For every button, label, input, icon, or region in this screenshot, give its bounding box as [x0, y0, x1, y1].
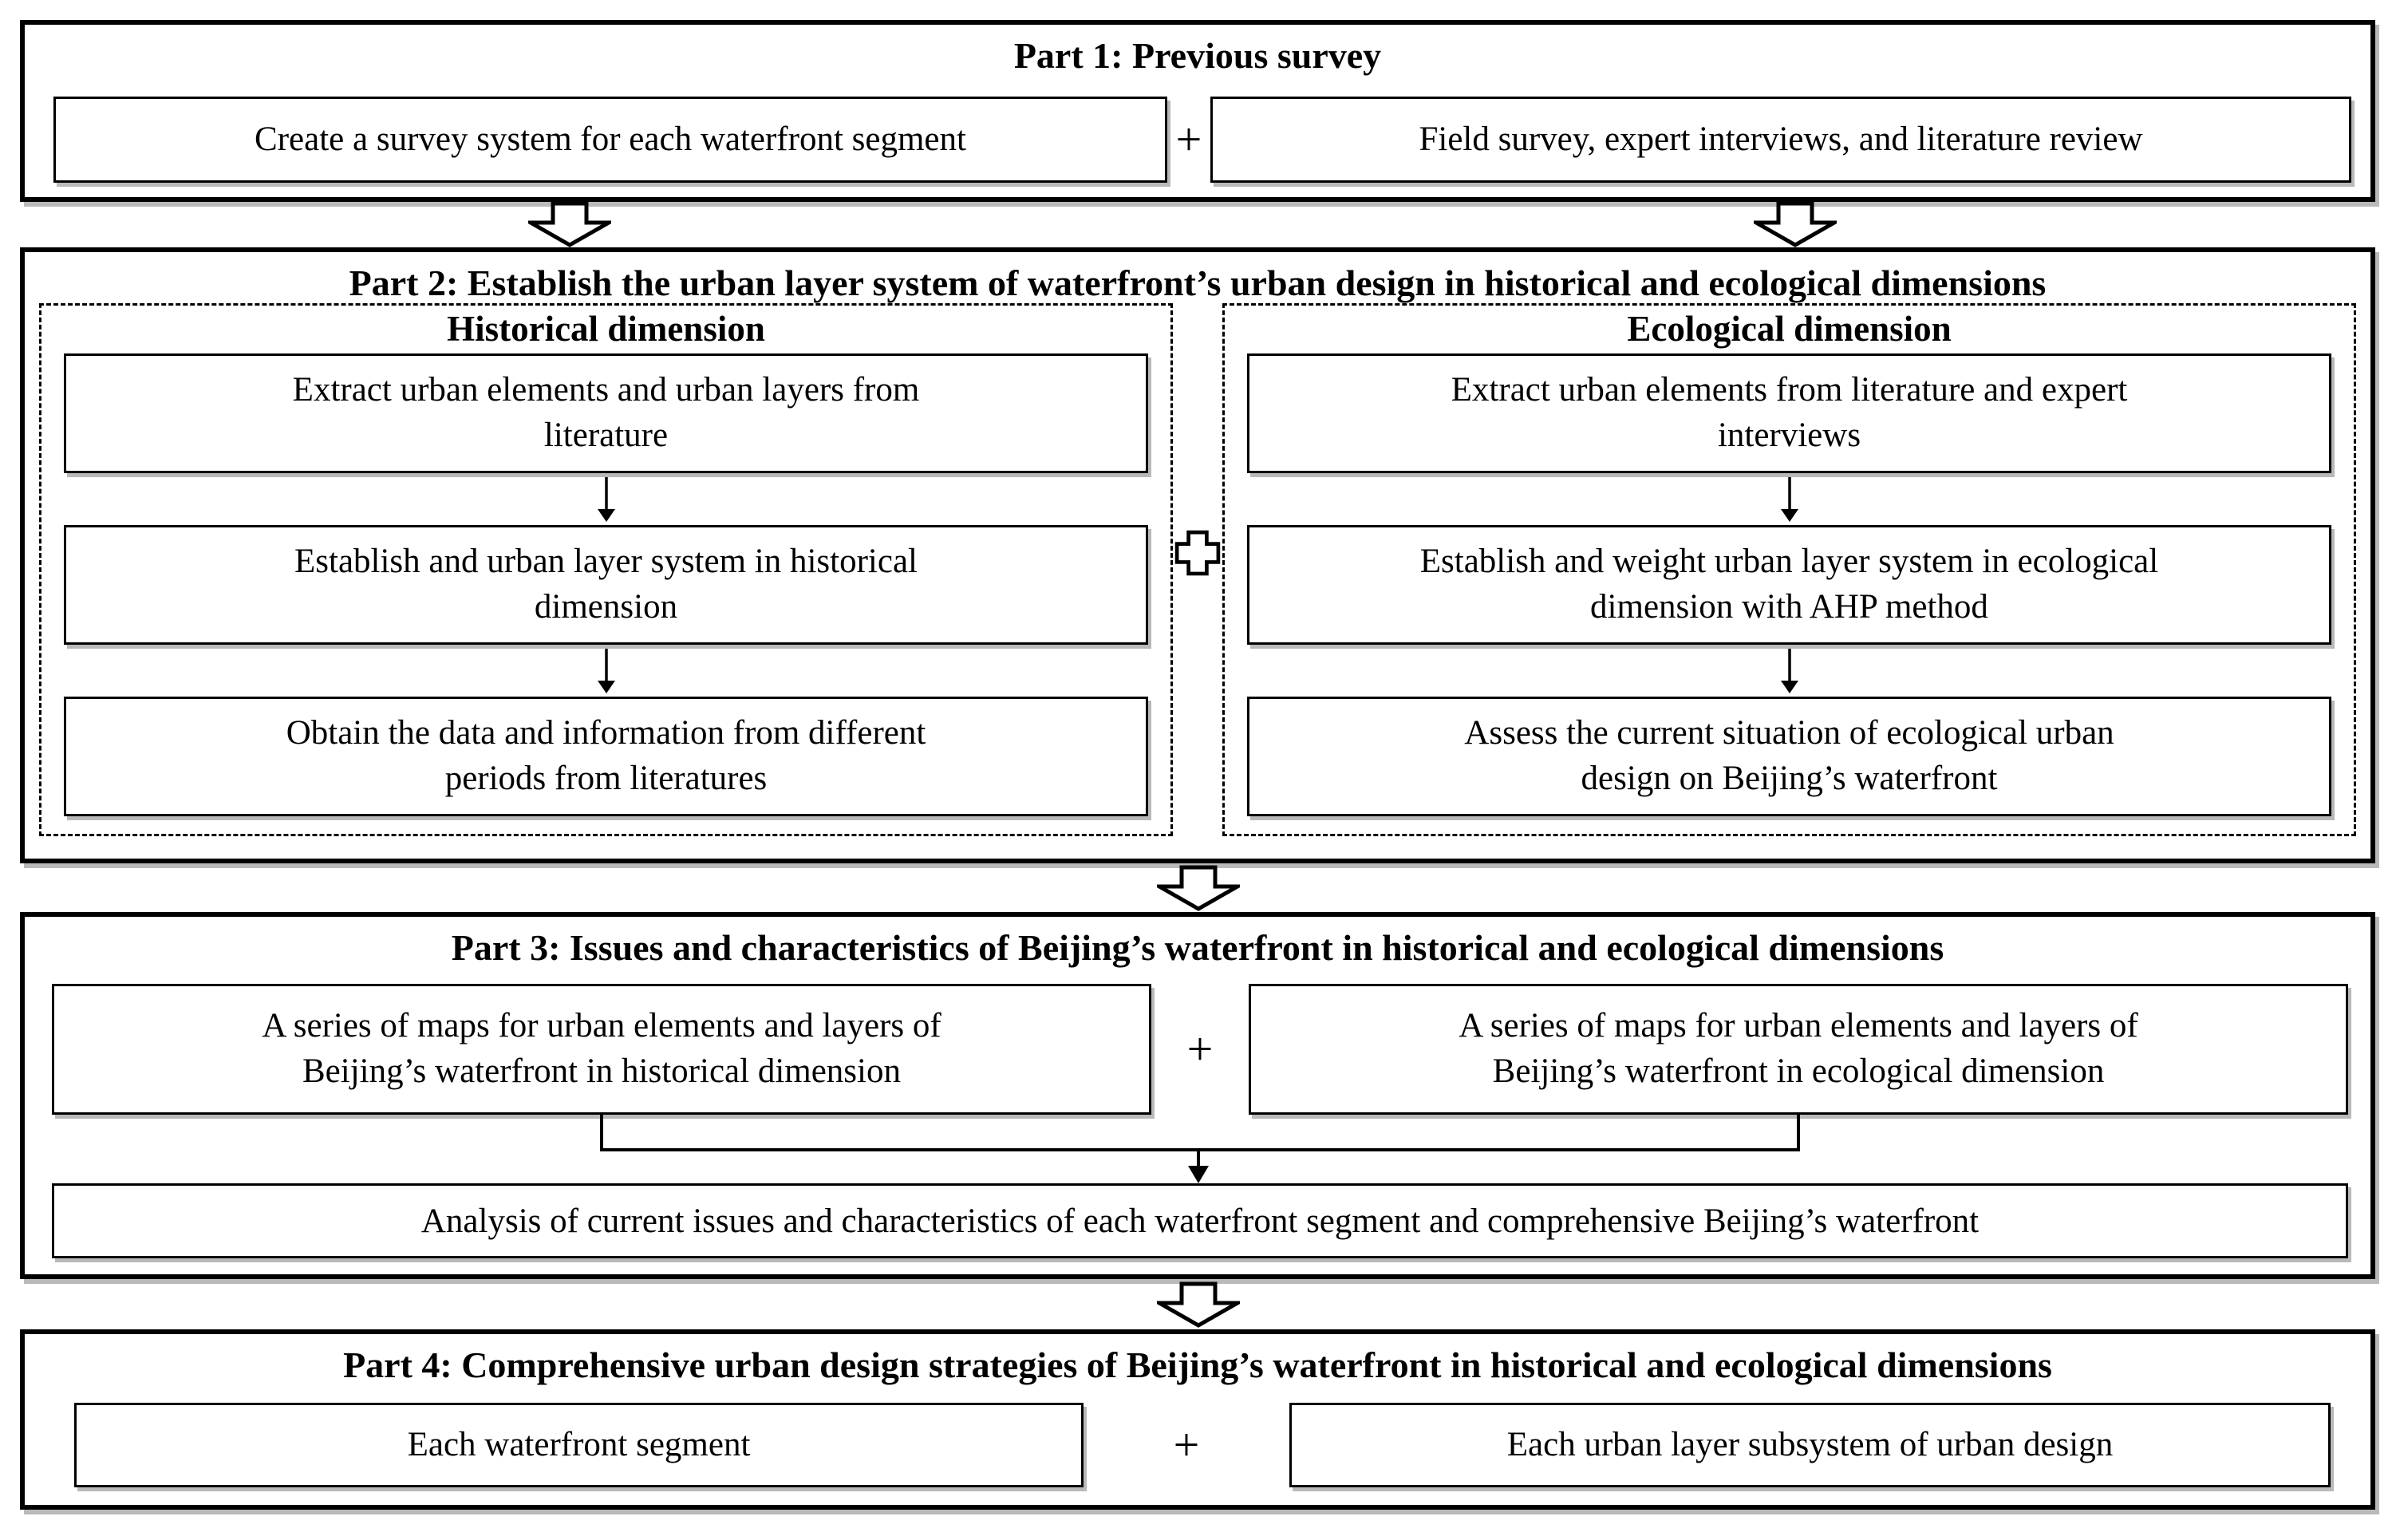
part2-title: Part 2: Establish the urban layer system… [349, 263, 2047, 303]
down-block-arrow-icon [528, 201, 611, 247]
part1-row: Create a survey system for each waterfro… [53, 97, 2351, 183]
part3-container: Part 3: Issues and characteristics of Be… [20, 912, 2375, 1279]
down-arrow-icon [595, 648, 618, 693]
down-block-arrow-icon [1157, 1281, 1240, 1328]
part3-plus-gap: + [1151, 984, 1249, 1115]
part1-plus-gap: + [1167, 97, 1210, 183]
ecological-step-3: Assess the current situation of ecologic… [1247, 696, 2331, 816]
ecological-dimension-header: Ecological dimension [1627, 309, 1952, 349]
part1-title: Part 1: Previous survey [1013, 35, 1382, 76]
part1-container: Part 1: Previous survey Create a survey … [20, 20, 2375, 202]
ecological-step-2: Establish and weight urban layer system … [1247, 525, 2331, 646]
down-block-arrow-icon [1754, 201, 1837, 247]
plus-icon: + [1173, 1419, 1200, 1471]
historical-step-3: Obtain the data and information from dif… [64, 696, 1148, 816]
ecological-dimension-column: Ecological dimension Extract urban eleme… [1222, 303, 2356, 836]
part3-right-box: A series of maps for urban elements and … [1249, 984, 2348, 1115]
part2-columns: Historical dimension Extract urban eleme… [39, 303, 2356, 836]
down-block-arrow-icon [1157, 865, 1240, 911]
historical-step-2: Establish and urban layer system in hist… [64, 525, 1148, 646]
part4-container: Part 4: Comprehensive urban design strat… [20, 1329, 2375, 1510]
historical-dimension-header: Historical dimension [447, 309, 765, 349]
part3-analysis-box: Analysis of current issues and character… [52, 1183, 2348, 1258]
part3-title: Part 3: Issues and characteristics of Be… [451, 927, 1944, 968]
part1-left-box: Create a survey system for each waterfro… [53, 97, 1167, 183]
part4-plus-gap: + [1084, 1403, 1289, 1487]
part3-left-box: A series of maps for urban elements and … [52, 984, 1151, 1115]
historical-dimension-column: Historical dimension Extract urban eleme… [39, 303, 1173, 836]
down-arrow-icon [1778, 476, 1801, 522]
cross-plus-icon [1174, 530, 1221, 576]
down-arrow-icon [595, 476, 618, 522]
ecological-step-1: Extract urban elements from literature a… [1247, 353, 2331, 474]
part4-right-box: Each urban layer subsystem of urban desi… [1289, 1403, 2331, 1487]
part4-left-box: Each waterfront segment [74, 1403, 1084, 1487]
part1-right-box: Field survey, expert interviews, and lit… [1210, 97, 2351, 183]
plus-icon: + [1186, 1023, 1214, 1075]
plus-icon: + [1175, 113, 1202, 165]
historical-step-1: Extract urban elements and urban layers … [64, 353, 1148, 474]
part3-row: A series of maps for urban elements and … [52, 984, 2348, 1115]
merge-connector-arrow [600, 1115, 1800, 1183]
down-arrow-icon [1778, 648, 1801, 693]
part2-container: Part 2: Establish the urban layer system… [20, 247, 2375, 863]
part4-title: Part 4: Comprehensive urban design strat… [343, 1345, 2052, 1385]
part4-row: Each waterfront segment + Each urban lay… [74, 1403, 2331, 1487]
